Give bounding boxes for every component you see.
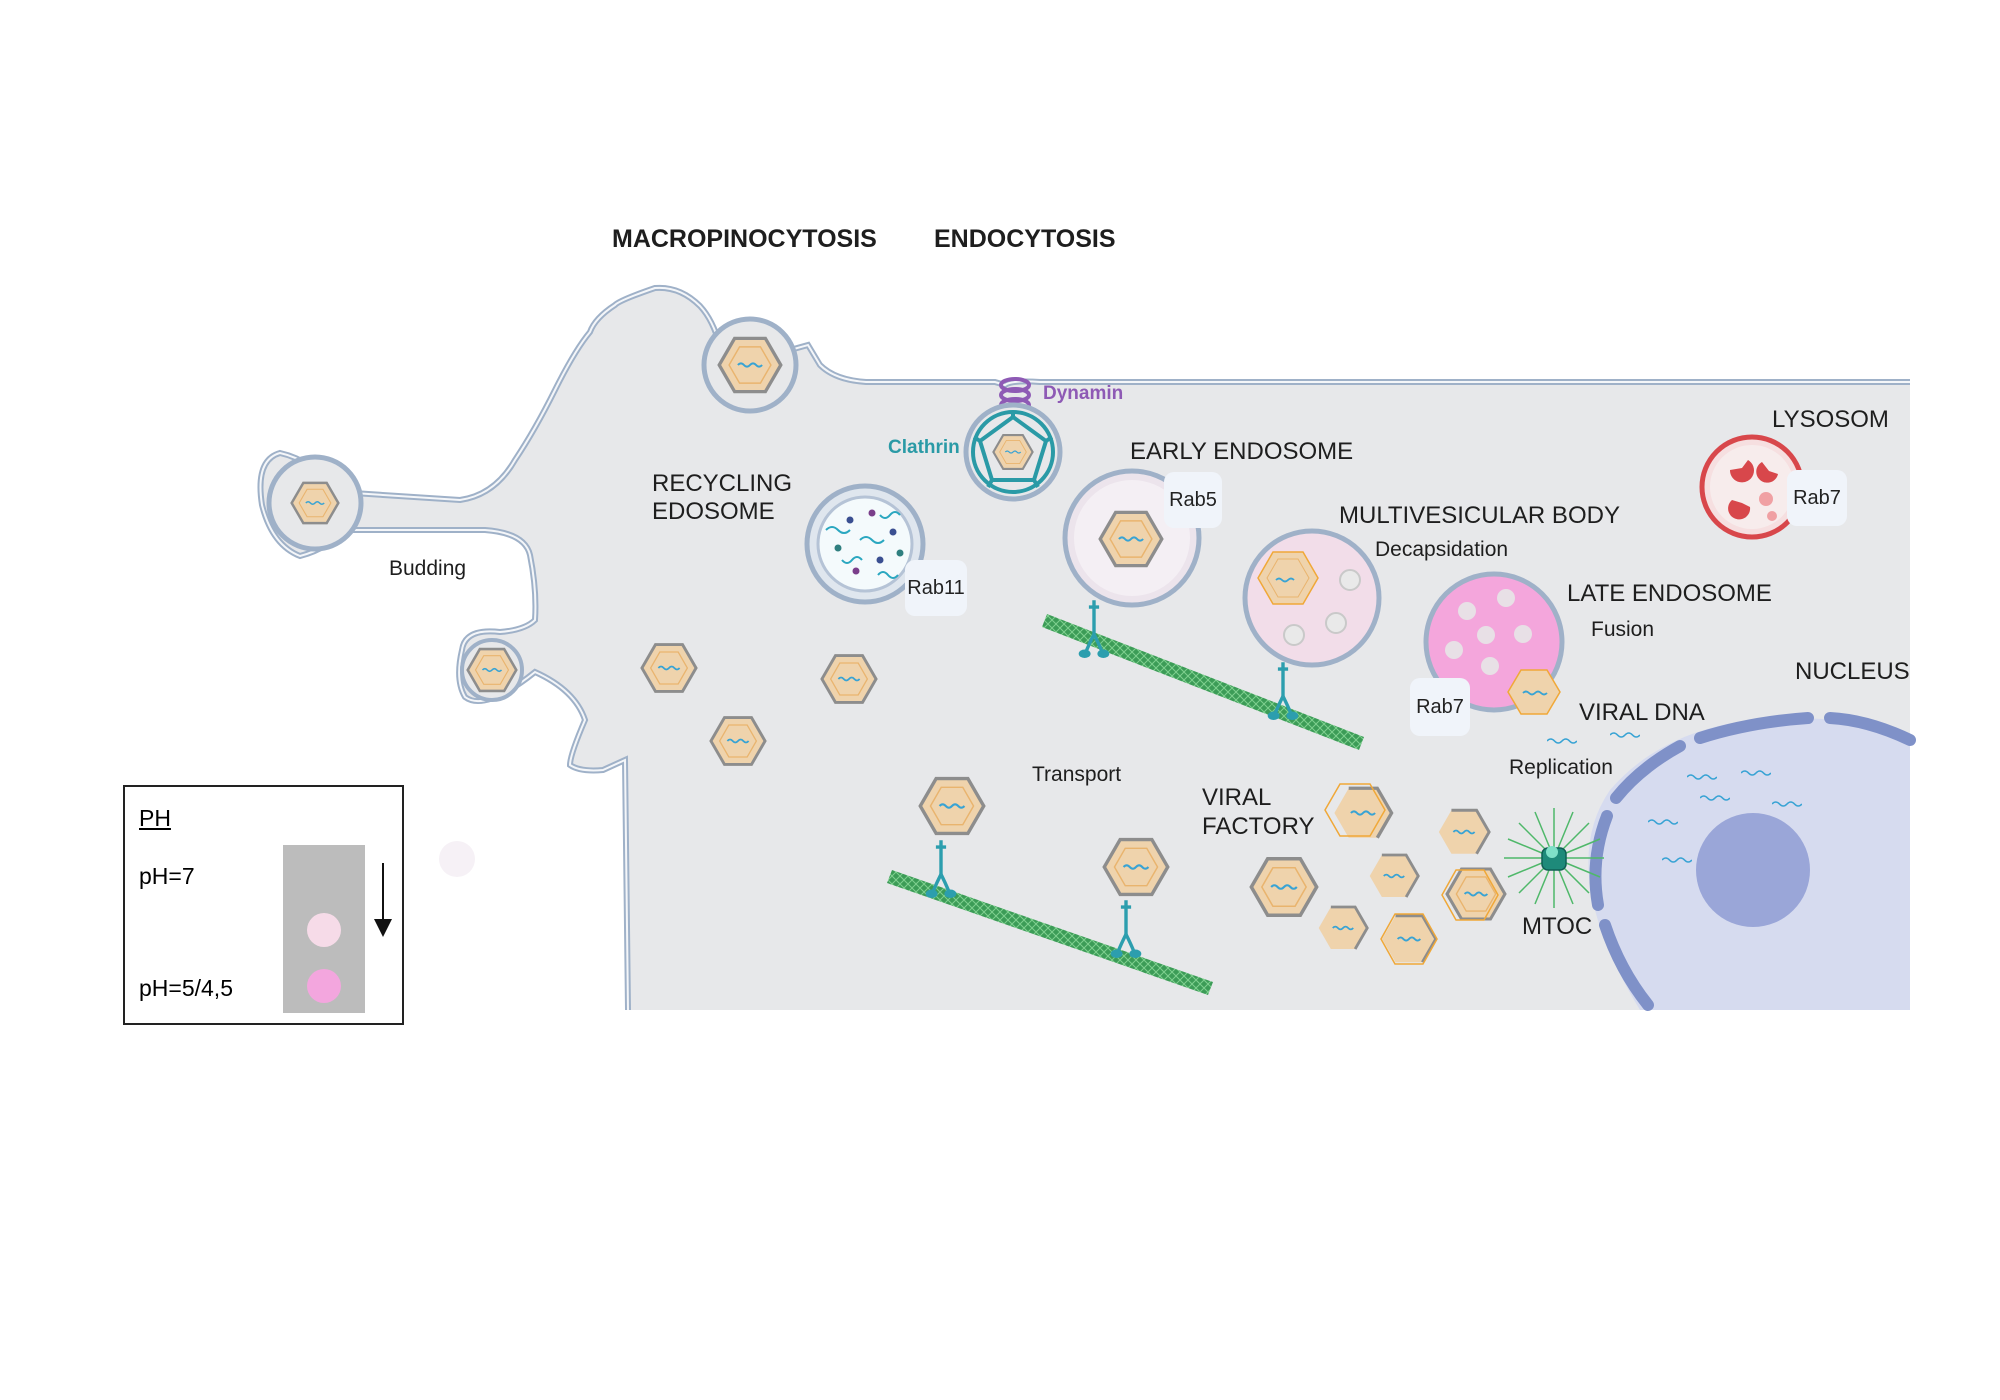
label-lysosom: LYSOSOM — [1772, 406, 1889, 433]
label-decapsidation: Decapsidation — [1375, 538, 1509, 561]
legend-arrow-line — [382, 863, 384, 923]
recycling-endosome — [804, 483, 926, 605]
legend-arrow-down-icon — [374, 919, 392, 937]
capsid-transported-2 — [1102, 837, 1170, 897]
budding-vesicle-lower — [460, 638, 524, 702]
capsid-cytoplasm-2 — [709, 716, 767, 766]
tag-rab7-lysosom: Rab7 — [1787, 470, 1847, 526]
label-transport: Transport — [1032, 763, 1122, 786]
heading-macropinocytosis: MACROPINOCYTOSIS — [612, 225, 877, 253]
mtoc — [1504, 808, 1604, 908]
label-recycling-line1: RECYCLING — [652, 470, 793, 497]
label-viral-dna: VIRAL DNA — [1579, 699, 1705, 726]
label-nucleus: NUCLEUS — [1795, 658, 1910, 685]
legend-ph-neutral: pH=7 — [139, 863, 195, 889]
label-multivesicular-body: MULTIVESICULAR BODY — [1339, 502, 1620, 529]
label-clathrin: Clathrin — [888, 437, 960, 458]
label-viral-factory-line1: VIRAL — [1202, 784, 1272, 811]
label-mtoc: MTOC — [1522, 913, 1593, 940]
budding-vesicle-left — [266, 454, 364, 552]
stray-vesicle-dot — [439, 841, 475, 877]
ph-legend: PH pH=7 pH=5/4,5 — [123, 785, 404, 1025]
nucleus — [1588, 712, 1916, 1011]
label-late-endosome: LATE ENDOSOME — [1567, 580, 1772, 607]
lysosome — [1699, 434, 1805, 540]
label-fusion: Fusion — [1591, 618, 1655, 641]
macropinosome — [701, 316, 799, 414]
tag-rab5: Rab5 — [1164, 472, 1222, 528]
multivesicular-body — [1242, 528, 1382, 668]
legend-title: PH — [139, 805, 171, 831]
legend-ph-acidic: pH=5/4,5 — [139, 975, 233, 1001]
label-budding: Budding — [389, 557, 467, 580]
capsid-transported-1 — [918, 776, 986, 836]
label-replication: Replication — [1509, 756, 1613, 779]
label-viral-factory-line2: FACTORY — [1202, 813, 1315, 840]
late-endosome — [1423, 571, 1565, 715]
microtubule-lower — [887, 870, 1213, 995]
capsid-cytoplasm-3 — [820, 654, 878, 704]
tag-rab7-late-endosome: Rab7 — [1410, 678, 1470, 736]
microtubule-upper — [1042, 614, 1364, 750]
label-early-endosome: EARLY ENDOSOME — [1130, 438, 1354, 465]
capsid-cytoplasm-1 — [640, 643, 698, 693]
legend-gradient-bar — [283, 845, 365, 1013]
viral-factory-capsids — [1249, 783, 1507, 965]
heading-endocytosis: ENDOCYTOSIS — [934, 225, 1116, 253]
legend-dot-acidic — [307, 969, 341, 1003]
label-dynamin: Dynamin — [1043, 383, 1124, 404]
tag-rab11: Rab11 — [905, 560, 967, 616]
clathrin-coated-vesicle — [963, 402, 1063, 502]
legend-dot-neutral — [307, 913, 341, 947]
label-recycling-line2: EDOSOME — [652, 498, 775, 525]
